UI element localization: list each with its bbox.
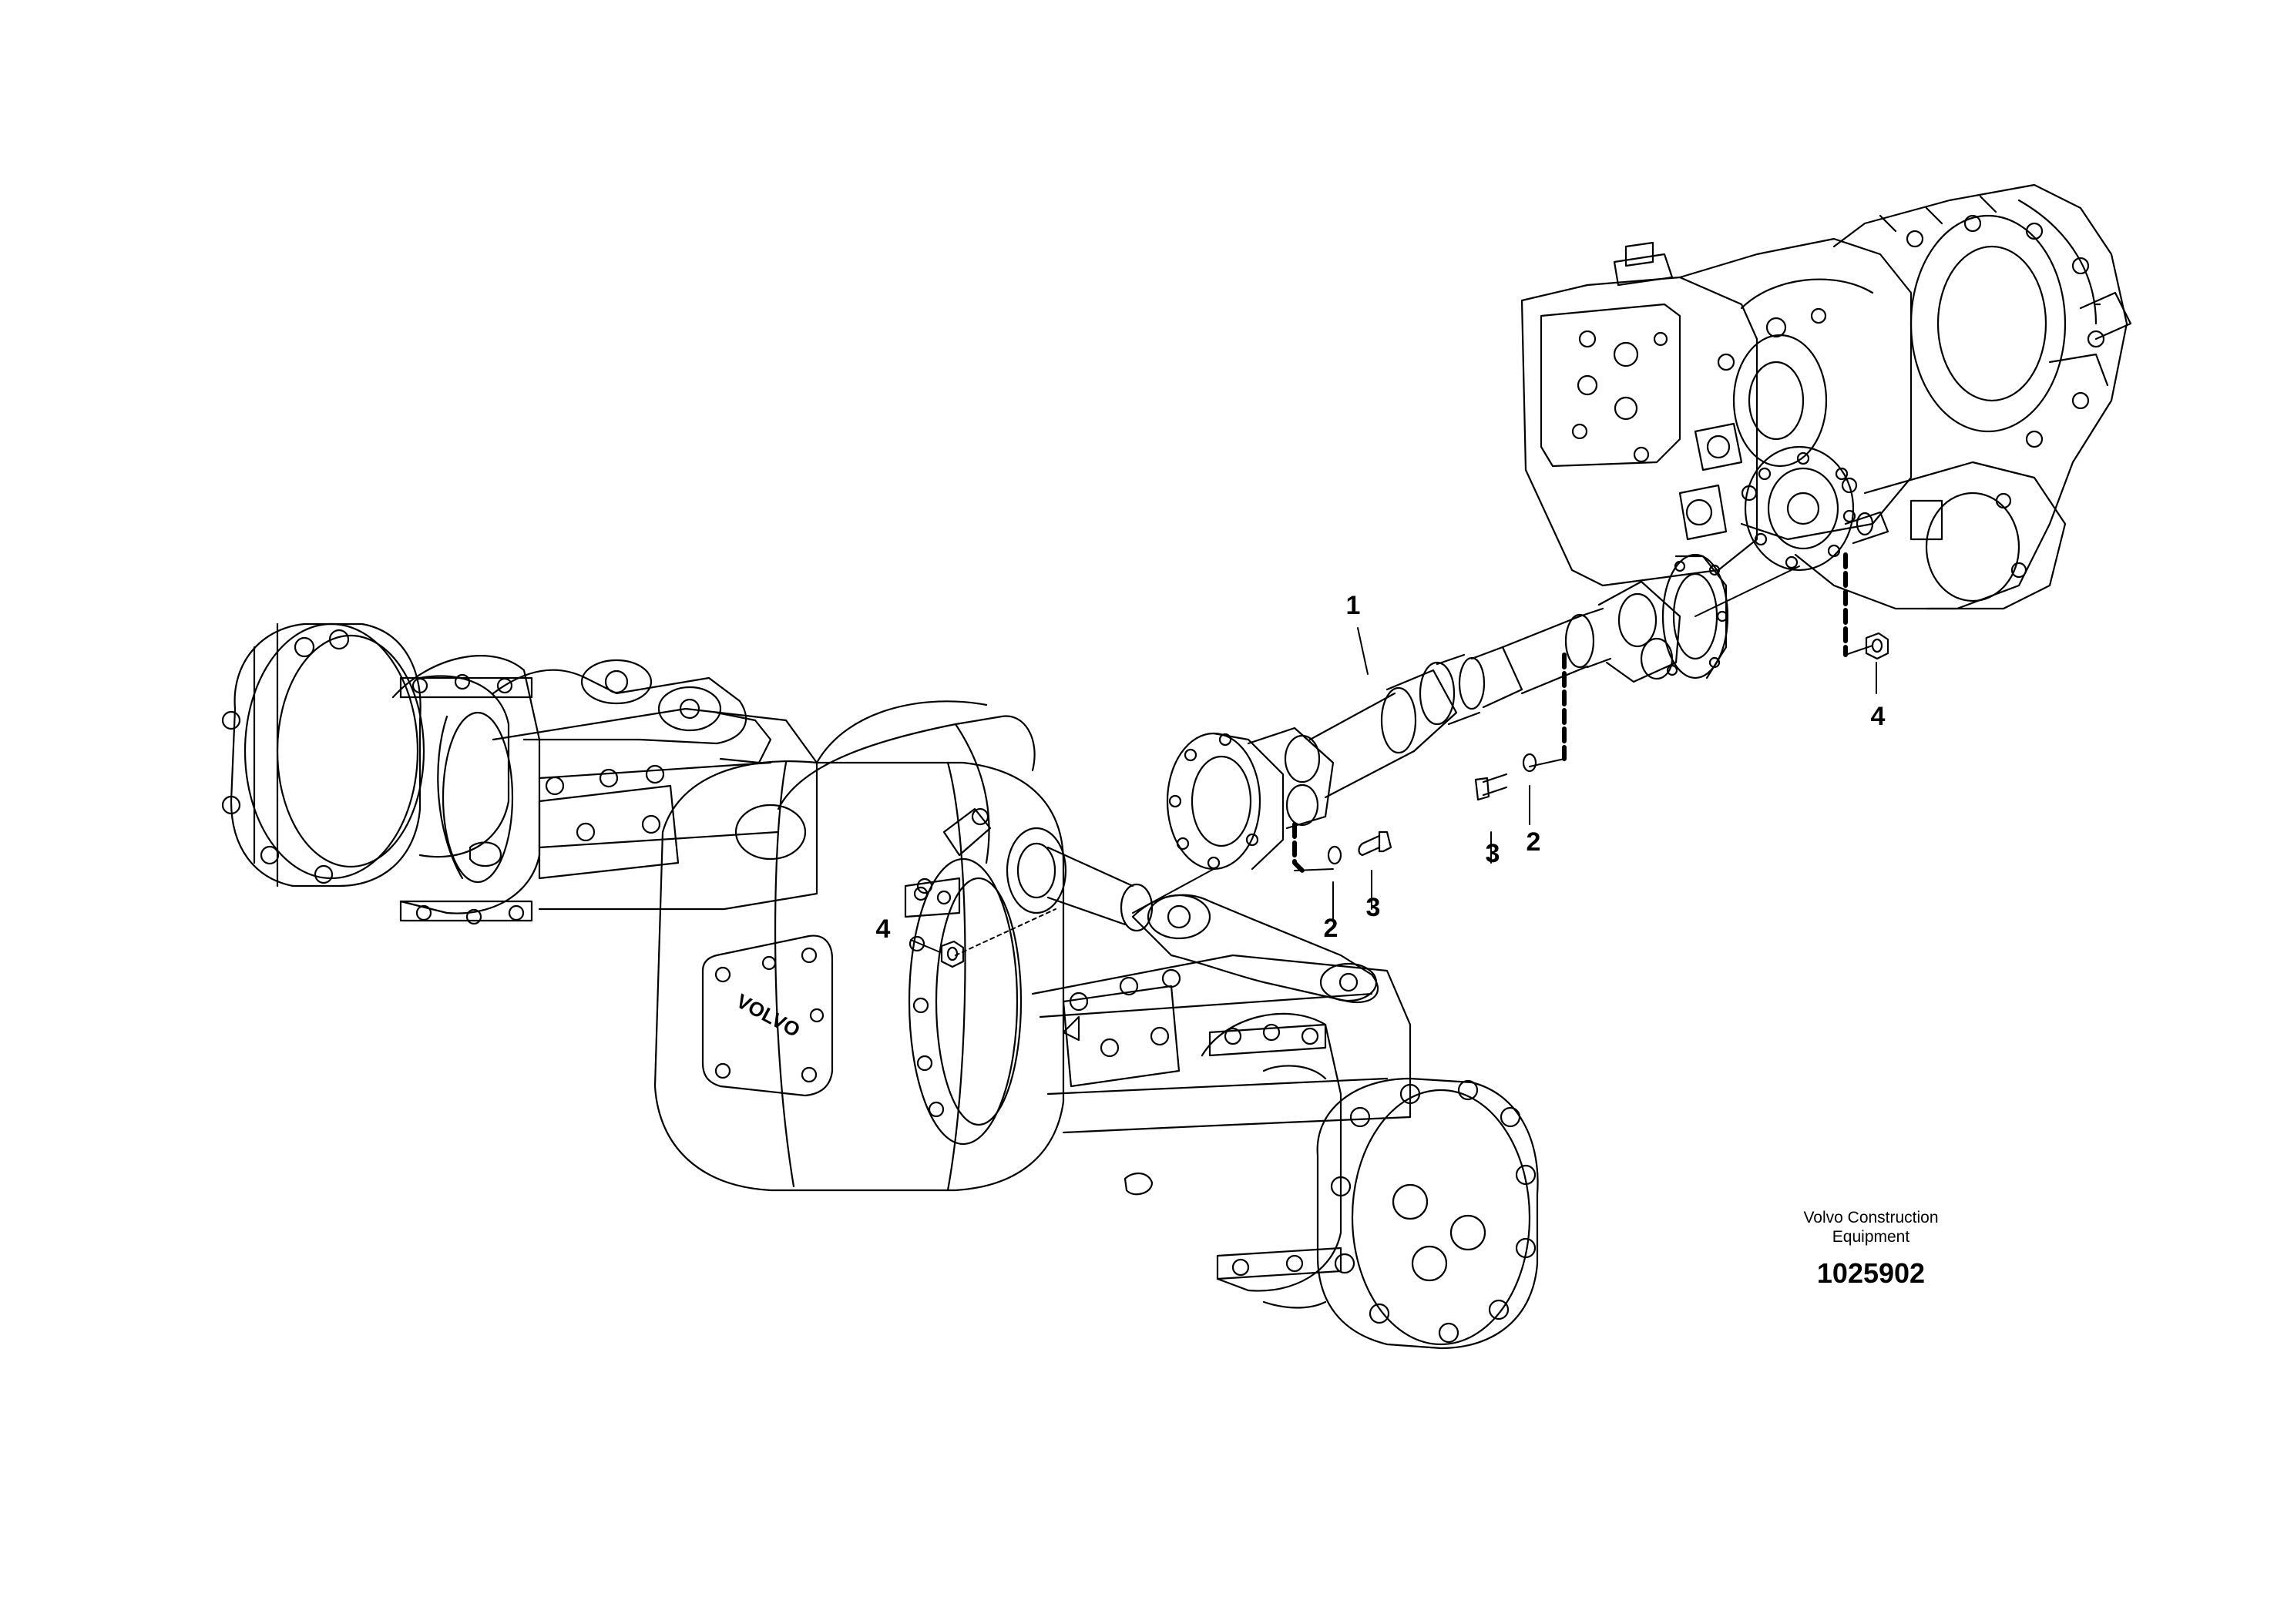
hydraulic-motor [1678, 237, 1913, 541]
input-pinion [1006, 827, 1154, 932]
fastener-connectors [1294, 645, 1873, 871]
axle-beam-left [469, 707, 818, 911]
gearbox-housing [1794, 183, 2132, 610]
publisher-name-line1: Volvo Construction [1803, 1209, 1939, 1226]
right-wheel-hub [1262, 1065, 1539, 1350]
hydraulic-pump-block [1520, 241, 1758, 587]
washer-icon [1522, 753, 1537, 773]
illustration-number: 1025902 [1816, 1257, 1926, 1289]
callout-4-front: 4 [875, 914, 891, 944]
nut-icon [1865, 632, 1889, 660]
washer-icon [1327, 845, 1342, 865]
nut-icon [940, 940, 965, 968]
propeller-shaft [1166, 553, 1729, 871]
right-steering-knuckle [1201, 1012, 1342, 1292]
transmission-lower-housing [1863, 461, 2067, 610]
bolt-icon [1358, 830, 1392, 857]
shaft-tube [1308, 607, 1612, 799]
callout-2-left: 2 [1323, 914, 1338, 943]
axle-beam-right [1031, 954, 1412, 1196]
right-steering-arm [1131, 894, 1379, 1004]
differential-housing [653, 700, 1065, 1192]
leader-shaft-rear [1694, 565, 1800, 617]
left-steering-arm [492, 659, 772, 764]
shaft-front-flange [1166, 732, 1285, 871]
callout-1: 1 [1345, 591, 1361, 620]
shaft-front-yoke [1247, 726, 1335, 830]
shaft-rear-yoke [1597, 580, 1681, 683]
callout-3-right: 3 [1485, 839, 1500, 868]
bolt-icon [1474, 773, 1508, 801]
publisher-name-line2: Equipment [1832, 1228, 1910, 1246]
volvo-cover-plate [701, 934, 834, 1097]
leader-lines [910, 565, 1877, 956]
leader-callout-1 [1357, 627, 1369, 675]
leader-4-front-dotted [955, 908, 1056, 956]
left-wheel-hub [221, 622, 510, 887]
leader-shaft-front [1132, 868, 1214, 914]
assembly-centerlines [1292, 552, 1848, 873]
callout-4-rear: 4 [1870, 702, 1886, 731]
publisher-block: Volvo Construction Equipment 1025902 [1803, 1208, 1938, 1290]
callout-3-left: 3 [1365, 893, 1381, 922]
transmission-output-flange [1744, 445, 1889, 572]
leader-4-front [910, 939, 941, 953]
fasteners [940, 632, 1889, 968]
callout-2-right: 2 [1526, 827, 1541, 857]
transmission [1520, 183, 2132, 610]
front-axle [221, 622, 1539, 1350]
